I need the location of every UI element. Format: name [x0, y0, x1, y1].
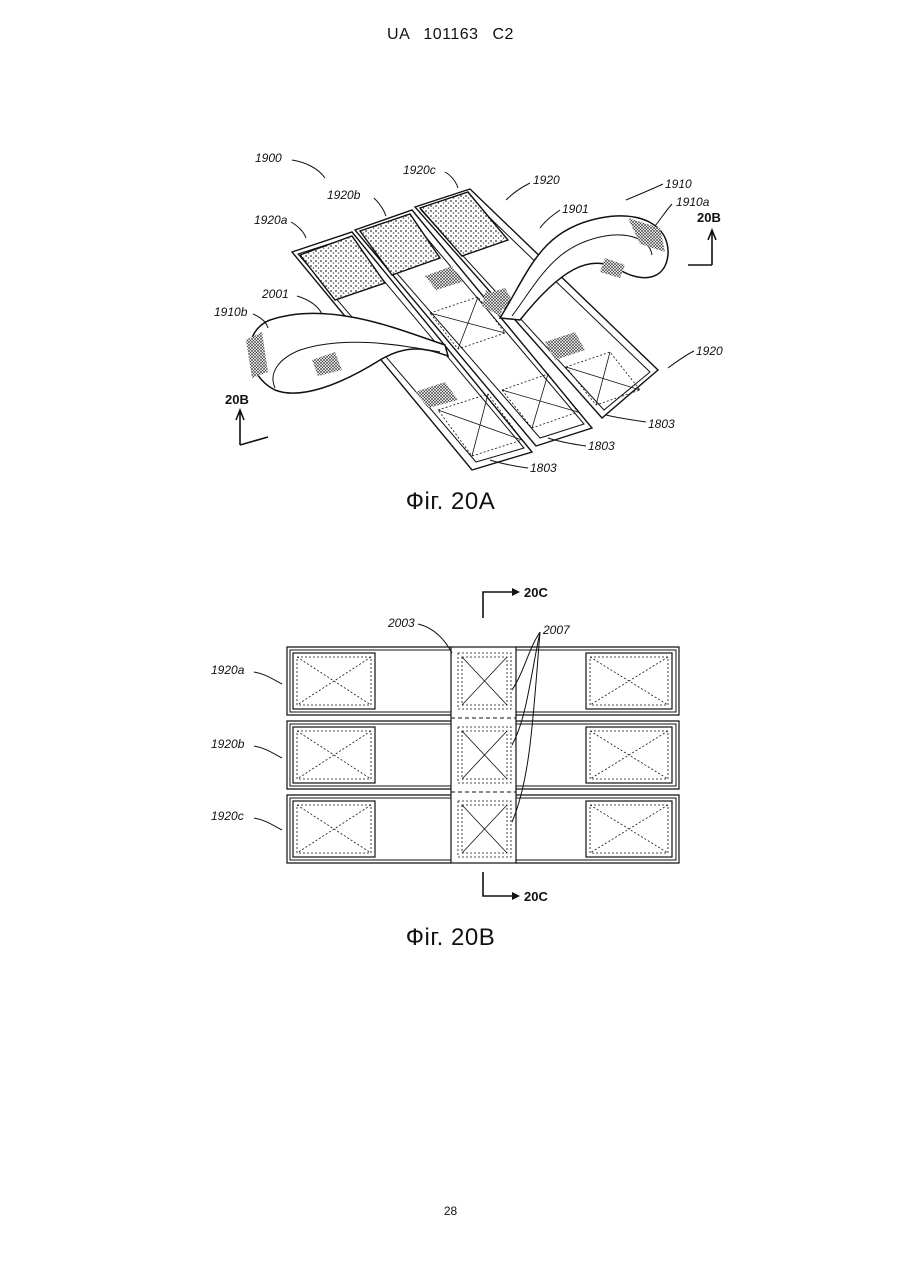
label-row-1920c: 1920c: [211, 809, 244, 823]
label-2003: 2003: [387, 616, 415, 630]
section-mark-20c-bottom: 20C: [524, 889, 548, 904]
figure-20b-caption: Фіг. 20B: [0, 924, 901, 952]
pad-row-a-left: [293, 653, 375, 709]
pad-row-a-right: [586, 653, 672, 709]
pad-row-c-right: [586, 801, 672, 857]
label-row-1920a: 1920a: [211, 663, 245, 677]
pad-row-b-left: [293, 727, 375, 783]
pad-row-c-left: [293, 801, 375, 857]
label-row-1920b: 1920b: [211, 737, 245, 751]
figure-20b-drawing: 2003 2007 1920a 1920b 1920c 20C 20C: [0, 0, 901, 920]
label-2007: 2007: [542, 623, 571, 637]
page-number: 28: [0, 1204, 901, 1218]
pad-row-b-right: [586, 727, 672, 783]
section-mark-20c-top: 20C: [524, 585, 548, 600]
